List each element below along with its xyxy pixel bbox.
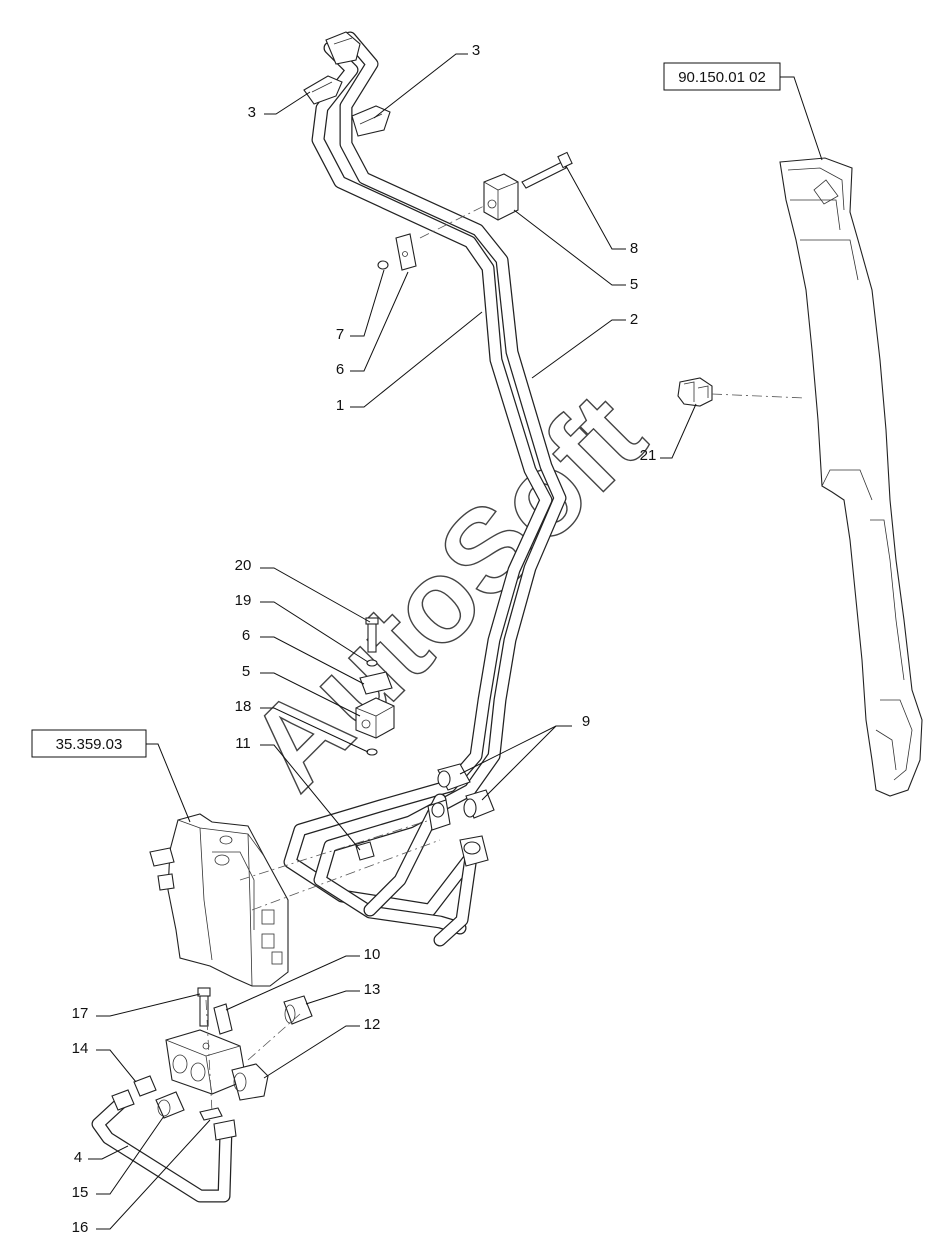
elbow-fitting-9c [427,799,451,831]
callout-label: 5 [630,276,638,293]
callout-label: 20 [235,557,252,574]
reference-box-lower-text: 35.359.03 [56,736,123,753]
clip-part-3-left [303,75,343,105]
callout-label: 21 [640,447,657,464]
callout-6-lower: 6 [242,627,365,685]
callout-3-left: 3 [248,91,311,121]
bolt-17 [197,987,211,1027]
plate-6-upper [395,233,417,271]
callout-label: 2 [630,311,638,328]
clamp-block-5-upper [483,173,519,221]
assembly-line-manifold [247,1013,301,1061]
callout-18: 18 [235,698,369,753]
clamp-block-5-lower [355,697,395,739]
callout-1: 1 [336,311,483,414]
callout-14: 14 [72,1040,137,1083]
callout-17: 17 [72,993,201,1022]
bolt-8 [521,151,573,189]
callout-label: 13 [364,981,381,998]
assembly-line-valve-b [251,839,441,911]
callout-5-upper: 5 [513,209,638,293]
elbow-fitting-9b [463,789,495,819]
callout-6-upper: 6 [336,271,409,378]
nut-18 [366,748,378,756]
valve-block [149,813,289,987]
callout-8: 8 [565,165,638,257]
switch-part-21 [677,377,806,407]
callout-4: 4 [74,1145,129,1166]
plate-6-lower [359,671,393,695]
clip-16 [199,1107,223,1121]
callout-12: 12 [263,1016,381,1079]
reference-box-lower[interactable]: 35.359.03 [31,729,191,823]
callout-label: 11 [235,735,251,752]
callout-19: 19 [235,592,369,663]
hydraulic-tubes-1-2 [283,31,567,947]
callout-3-right: 3 [373,42,480,119]
elbow-fitting-9d [459,835,489,867]
callout-label: 12 [364,1016,381,1033]
reference-box-upper-text: 90.150.01 02 [678,69,766,86]
callout-20: 20 [235,557,371,623]
callout-7: 7 [336,269,385,343]
callout-label: 6 [336,361,344,378]
adapter-14 [133,1075,157,1097]
callout-label: 15 [72,1184,89,1201]
cartridge-12 [231,1063,269,1101]
adapter-10 [213,1003,233,1035]
bolt-20 [365,617,379,653]
callout-label: 16 [72,1219,89,1236]
tube-end-fitting [325,31,361,65]
assembly-line-upper [419,205,485,239]
callout-label: 1 [336,397,344,414]
callout-label: 9 [582,713,590,730]
callout-9: 9 [459,713,590,801]
washer-19 [366,659,378,667]
watermark-text: AutoSoft [224,369,670,815]
side-panel-part [779,157,923,797]
callout-13: 13 [305,981,381,1005]
callout-label: 14 [72,1040,89,1057]
nut-7-upper [377,260,389,270]
callout-label: 18 [235,698,252,715]
callout-21: 21 [640,403,697,464]
elbow-15 [155,1091,185,1119]
callout-2: 2 [531,311,638,379]
callout-label: 19 [235,592,252,609]
reference-box-upper[interactable]: 90.150.01 02 [663,62,823,161]
callout-label: 4 [74,1149,82,1166]
callout-label: 6 [242,627,250,644]
callout-15: 15 [72,1115,165,1201]
assembly-line-valve-a [239,819,431,881]
callout-label: 10 [364,946,381,963]
callout-10: 10 [225,946,381,1011]
callout-5-lower: 5 [242,663,361,717]
tube-4 [91,1089,237,1203]
callout-11: 11 [235,735,361,851]
callout-label: 5 [242,663,250,680]
coupling-13 [283,995,313,1025]
callout-16: 16 [72,1119,211,1236]
fitting-11 [355,841,375,861]
callout-label: 7 [336,326,344,343]
callout-label: 3 [472,42,480,59]
callout-label: 3 [248,104,256,121]
elbow-fitting-9a [437,763,471,791]
callout-label: 17 [72,1005,89,1022]
callout-label: 8 [630,240,638,257]
